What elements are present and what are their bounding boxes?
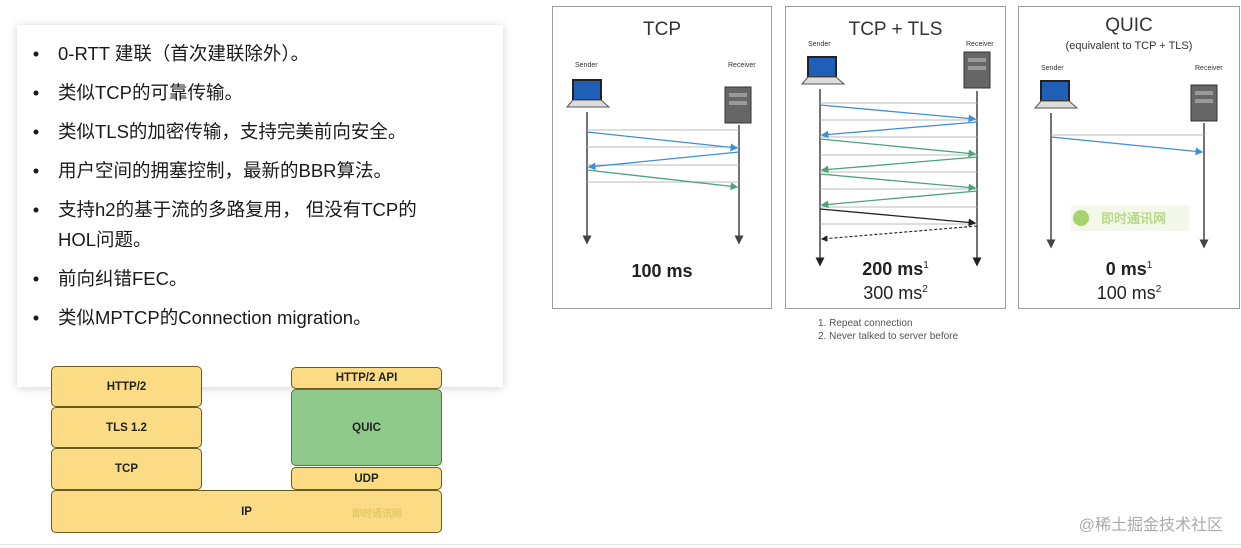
list-item-text: 前向纠错FEC。 <box>58 268 188 289</box>
laptop-icon <box>1033 80 1079 109</box>
receiver-label: Receiver <box>1195 65 1223 72</box>
panel-subtitle: (equivalent to TCP + TLS) <box>1065 40 1193 52</box>
list-item-text: 支持h2的基于流的多路复用， 但没有TCP的 <box>58 199 417 220</box>
bottom-divider <box>0 544 1241 545</box>
stack-block-http2-api: HTTP/2 API <box>291 367 442 389</box>
list-item: • 前向纠错FEC。 <box>29 264 499 294</box>
feature-list: • 0-RTT 建联（首次建联除外）。 • 类似TCP的可靠传输。 • 类似TLS的加… <box>29 39 499 342</box>
handshake-sequence-quic <box>1033 80 1218 249</box>
footnote-never-talked: 2. Never talked to server before <box>818 331 959 342</box>
sender-label: Sender <box>1041 65 1064 72</box>
list-item-text: 类似MPTCP的Connection migration。 <box>58 307 372 328</box>
latency-primary: 100 ms <box>631 261 693 281</box>
latency-primary: 0 ms1 <box>1105 259 1153 279</box>
list-item-text: 用户空间的拥塞控制，最新的BBR算法。 <box>58 160 393 181</box>
latency-secondary: 100 ms2 <box>1096 283 1162 303</box>
sender-label: Sender <box>808 41 831 48</box>
latency-primary: 200 ms1 <box>862 259 929 279</box>
list-item: • 用户空间的拥塞控制，最新的BBR算法。 <box>29 156 499 186</box>
panel-title: QUIC <box>1105 15 1153 36</box>
server-icon <box>724 86 752 124</box>
bullet-dot: • <box>32 43 40 64</box>
stack-block-udp: UDP <box>291 467 442 490</box>
latency-secondary: 300 ms2 <box>863 283 928 303</box>
sender-label: Sender <box>575 62 598 69</box>
features-card: • 0-RTT 建联（首次建联除外）。 • 类似TCP的可靠传输。 • 类似TLS的加… <box>17 25 503 387</box>
handshake-sequence-tcp <box>565 79 752 245</box>
source-watermark: @稀土掘金技术社区 <box>1078 517 1223 534</box>
footnote-repeat-connection: 1. Repeat connection <box>818 318 913 329</box>
handshake-sequence-tcp-tls <box>800 51 991 267</box>
receiver-label: Receiver <box>728 62 756 69</box>
panel-watermark: 即时通讯网 <box>1101 211 1167 226</box>
stack-block-tls: TLS 1.2 <box>51 407 202 448</box>
receiver-label: Receiver <box>966 41 994 48</box>
bullet-dot: • <box>32 121 40 142</box>
list-item-text: 类似TCP的可靠传输。 <box>58 82 244 103</box>
panel-title: TCP <box>643 19 681 40</box>
server-icon <box>1190 84 1218 122</box>
bullet-dot: • <box>32 82 40 103</box>
bullet-dot: • <box>32 199 40 220</box>
stack-block-ip: IP <box>51 490 442 533</box>
watermark-logo <box>1071 205 1189 231</box>
list-item: • 类似TCP的可靠传输。 <box>29 78 499 108</box>
list-item: • 支持h2的基于流的多路复用， 但没有TCP的 HOL问题。 <box>29 195 499 255</box>
list-item-text: 0-RTT 建联（首次建联除外）。 <box>58 43 310 64</box>
panel-tcp: TCP Sender Receiver 100 ms <box>552 6 772 309</box>
bullet-dot: • <box>32 307 40 328</box>
stack-block-http2: HTTP/2 <box>51 366 202 407</box>
stack-block-quic: QUIC <box>291 389 442 466</box>
list-item-text-continuation: HOL问题。 <box>58 229 152 250</box>
list-item: • 类似MPTCP的Connection migration。 <box>29 303 499 333</box>
bullet-dot: • <box>32 160 40 181</box>
panel-tcp-tls: TCP + TLS Sender Receiver <box>785 6 1006 309</box>
server-icon <box>963 51 991 89</box>
panel-title: TCP + TLS <box>848 19 943 40</box>
protocol-stack-diagram: HTTP/2 TLS 1.2 TCP HTTP/2 API QUIC UDP I… <box>0 0 520 548</box>
bullet-dot: • <box>32 268 40 289</box>
laptop-icon <box>800 56 846 85</box>
list-item: • 0-RTT 建联（首次建联除外）。 <box>29 39 499 69</box>
stack-block-tcp: TCP <box>51 448 202 490</box>
list-item-text: 类似TLS的加密传输，支持完美前向安全。 <box>58 121 407 142</box>
list-item: • 类似TLS的加密传输，支持完美前向安全。 <box>29 117 499 147</box>
laptop-icon <box>565 79 611 108</box>
panel-quic: QUIC (equivalent to TCP + TLS) Sender Re… <box>1018 6 1240 309</box>
